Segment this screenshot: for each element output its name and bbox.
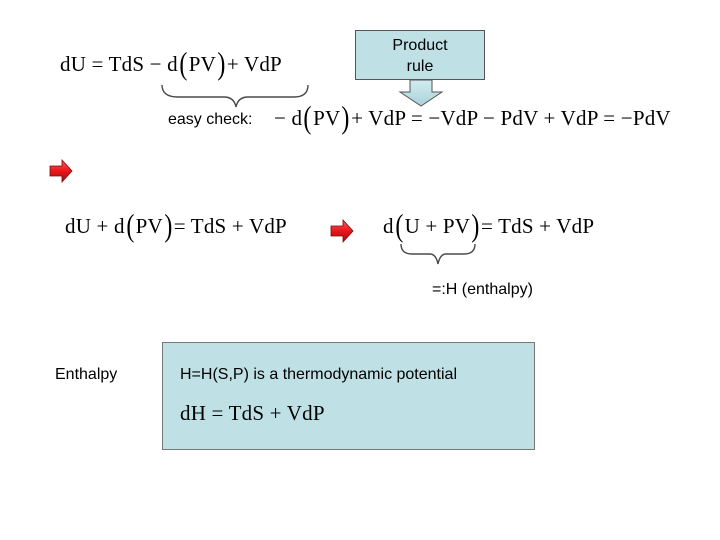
callout-line-1: Product <box>392 37 448 54</box>
brace-under-u-pv <box>400 243 476 265</box>
equation-du: dU = TdS − d(PV)+ VdP <box>60 45 282 81</box>
potential-statement: H=H(S,P) is a thermodynamic potential <box>180 366 457 383</box>
enthalpy-label: Enthalpy <box>55 366 118 383</box>
equation-d-u-plus-pv: d(U + PV)= TdS + VdP <box>383 207 595 243</box>
eq3-rest: = TdS + VdP <box>480 214 595 238</box>
enthalpy-box: H=H(S,P) is a thermodynamic potential dH… <box>162 342 535 450</box>
red-arrow-icon <box>49 158 73 184</box>
brace-under-equation <box>161 84 309 108</box>
equation-du-inner: PV <box>188 52 216 76</box>
equation-du-plus-dpv: dU + d(PV)= TdS + VdP <box>65 207 287 243</box>
equation-du-lhs: dU = TdS − d <box>60 52 178 76</box>
eq2-rest: = TdS + VdP <box>173 214 287 238</box>
eq3-lead: d <box>383 214 394 238</box>
check-rest: + VdP = −VdP − PdV + VdP = −PdV <box>351 106 671 130</box>
enthalpy-note: =:H (enthalpy) <box>432 281 533 298</box>
callout-line-2: rule <box>406 58 434 75</box>
eq3-inner: U + PV <box>404 214 471 238</box>
easy-check-equation: − d(PV)+ VdP = −VdP − PdV + VdP = −PdV <box>274 99 671 135</box>
equation-du-rhs: + VdP <box>226 52 282 76</box>
check-inner: PV <box>313 106 341 130</box>
red-arrow-icon <box>330 218 354 244</box>
dh-equation: dH = TdS + VdP <box>180 401 325 425</box>
easy-check-label: easy check: <box>168 111 253 128</box>
eq2-inner: PV <box>135 214 163 238</box>
down-arrow-icon <box>398 79 444 107</box>
eq2-lead: dU + d <box>65 214 125 238</box>
check-lead: − d <box>274 106 303 130</box>
product-rule-callout: Product rule <box>355 30 485 80</box>
